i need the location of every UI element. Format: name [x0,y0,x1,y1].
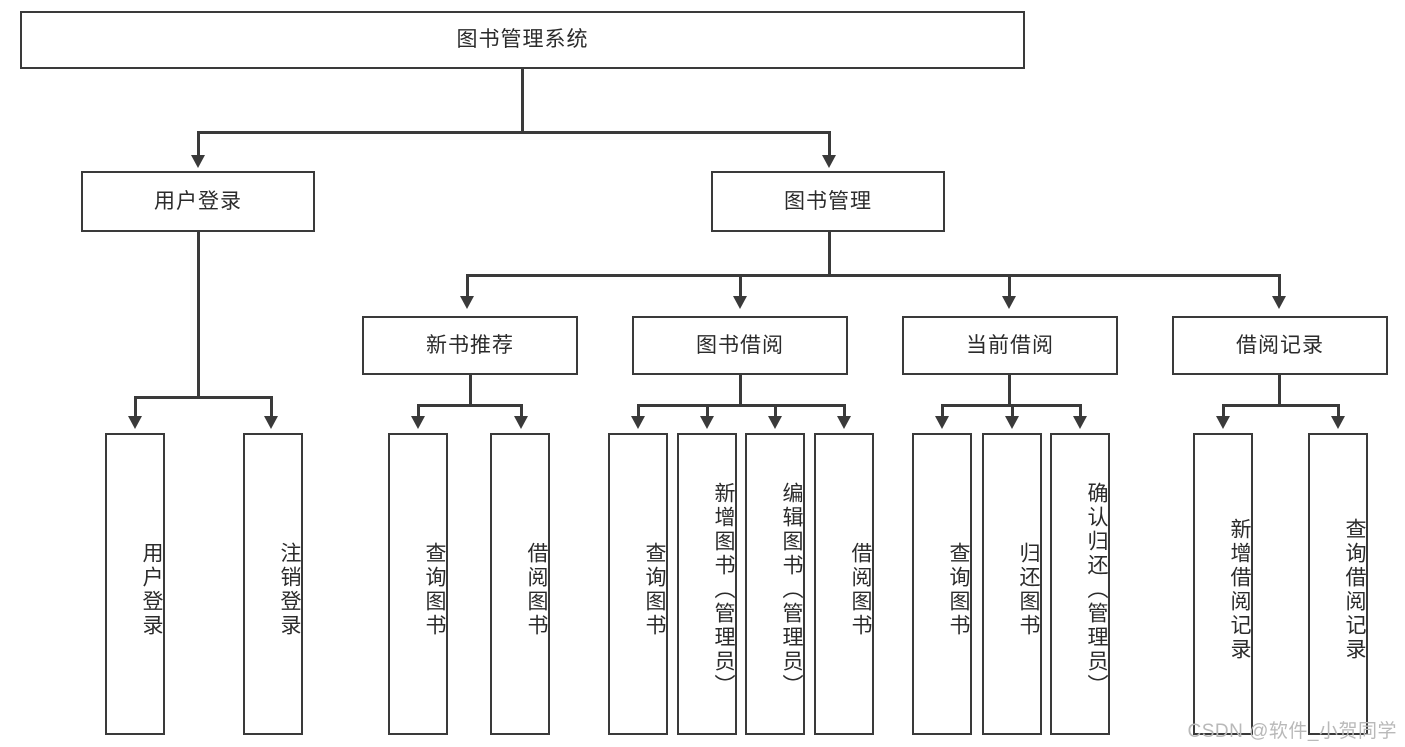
node-label: 查询图书 [643,542,666,638]
node-label: 图书管理 [784,189,872,213]
edge-book-mgmt-bus [466,274,1278,277]
edge-current-borrow-to-leaf-3 [1079,404,1082,418]
node-label: 查询借阅记录 [1343,518,1366,662]
edge-book-mgmt-to-l2-3 [1008,274,1011,298]
edge-borrow-record-stem [1278,375,1281,406]
arrow-borrow-record-to-leaf-1 [1216,416,1230,429]
edge-current-borrow-stem [1008,375,1011,406]
leaf-record-add-record[interactable]: 新增借阅记录 [1193,433,1253,735]
edge-book-mgmt-to-l2-1 [466,274,469,298]
edge-book-mgmt-to-l2-2 [739,274,742,298]
node-borrow-record[interactable]: 借阅记录 [1172,316,1388,375]
arrow-borrow-record-to-leaf-2 [1331,416,1345,429]
node-label: 新增借阅记录 [1228,518,1251,662]
edge-book-borrow-stem [739,375,742,406]
edge-user-login-to-leaf-2 [270,396,273,418]
leaf-current-query-book[interactable]: 查询图书 [912,433,972,735]
edge-book-borrow-to-leaf-1 [637,404,640,418]
arrow-new-book-to-leaf-1 [411,416,425,429]
leaf-user-logout[interactable]: 注销登录 [243,433,303,735]
arrow-book-mgmt-to-l2-2 [733,296,747,309]
arrow-current-borrow-to-leaf-2 [1005,416,1019,429]
node-label: 新增图书（管理员） [712,482,735,698]
node-label: 查询图书 [947,542,970,638]
node-label: 用户登录 [140,542,163,638]
node-label: 借阅图书 [849,542,872,638]
arrow-current-borrow-to-leaf-3 [1073,416,1087,429]
leaf-borrow-edit-book-admin[interactable]: 编辑图书（管理员） [745,433,805,735]
edge-new-book-bus [417,404,522,407]
arrow-book-borrow-to-leaf-4 [837,416,851,429]
watermark: CSDN @软件_小贺同学 [1187,721,1397,742]
edge-new-book-stem [469,375,472,406]
edge-current-borrow-to-leaf-2 [1011,404,1014,418]
leaf-recommend-query-book[interactable]: 查询图书 [388,433,448,735]
arrow-user-login-to-leaf-2 [264,416,278,429]
node-label: 借阅记录 [1236,333,1324,357]
arrow-book-mgmt-to-l2-1 [460,296,474,309]
node-label: 用户登录 [154,189,242,213]
edge-book-borrow-to-leaf-4 [843,404,846,418]
node-label: 新书推荐 [426,333,514,357]
edge-book-borrow-to-leaf-3 [774,404,777,418]
node-label: 确认归还（管理员） [1085,482,1108,698]
leaf-borrow-add-book-admin[interactable]: 新增图书（管理员） [677,433,737,735]
node-new-book-recommend[interactable]: 新书推荐 [362,316,578,375]
edge-user-login-to-leaf-1 [134,396,137,418]
leaf-recommend-borrow-book[interactable]: 借阅图书 [490,433,550,735]
edge-book-mgmt-to-l2-4 [1278,274,1281,298]
arrow-book-borrow-to-leaf-2 [700,416,714,429]
node-book-management[interactable]: 图书管理 [711,171,945,232]
leaf-current-confirm-return-admin[interactable]: 确认归还（管理员） [1050,433,1110,735]
arrow-new-book-to-leaf-2 [514,416,528,429]
node-label: 注销登录 [278,542,301,638]
leaf-current-return-book[interactable]: 归还图书 [982,433,1042,735]
arrow-current-borrow-to-leaf-1 [935,416,949,429]
leaf-borrow-borrow-book[interactable]: 借阅图书 [814,433,874,735]
edge-book-borrow-to-leaf-2 [706,404,709,418]
arrow-user-login-to-leaf-1 [128,416,142,429]
arrow-root-to-user-login [191,155,205,168]
node-root-system[interactable]: 图书管理系统 [20,11,1025,69]
node-label: 借阅图书 [525,542,548,638]
edge-root-stem [521,69,524,133]
arrow-book-mgmt-to-l2-4 [1272,296,1286,309]
edge-root-to-user-login [197,131,200,157]
edge-book-mgmt-stem [828,232,831,276]
node-label: 当前借阅 [966,333,1054,357]
leaf-record-query-record[interactable]: 查询借阅记录 [1308,433,1368,735]
edge-borrow-record-bus [1222,404,1339,407]
node-label: 编辑图书（管理员） [780,482,803,698]
arrow-root-to-book-mgmt [822,155,836,168]
edge-current-borrow-to-leaf-1 [941,404,944,418]
leaf-user-login[interactable]: 用户登录 [105,433,165,735]
edge-root-to-book-mgmt [828,131,831,157]
node-label: 图书借阅 [696,333,784,357]
edge-root-bus [197,131,831,134]
node-book-borrow[interactable]: 图书借阅 [632,316,848,375]
node-current-borrow[interactable]: 当前借阅 [902,316,1118,375]
edge-book-borrow-bus [637,404,845,407]
edge-new-book-to-leaf-2 [520,404,523,418]
edge-user-login-stem [197,232,200,398]
node-label: 图书管理系统 [456,28,589,52]
arrow-book-borrow-to-leaf-1 [631,416,645,429]
edge-borrow-record-to-leaf-1 [1222,404,1225,418]
edge-new-book-to-leaf-1 [417,404,420,418]
node-user-login[interactable]: 用户登录 [81,171,315,232]
edge-user-login-bus [134,396,270,399]
arrow-book-borrow-to-leaf-3 [768,416,782,429]
arrow-book-mgmt-to-l2-3 [1002,296,1016,309]
leaf-borrow-query-book[interactable]: 查询图书 [608,433,668,735]
node-label: 归还图书 [1017,542,1040,638]
edge-borrow-record-to-leaf-2 [1337,404,1340,418]
node-label: 查询图书 [423,542,446,638]
